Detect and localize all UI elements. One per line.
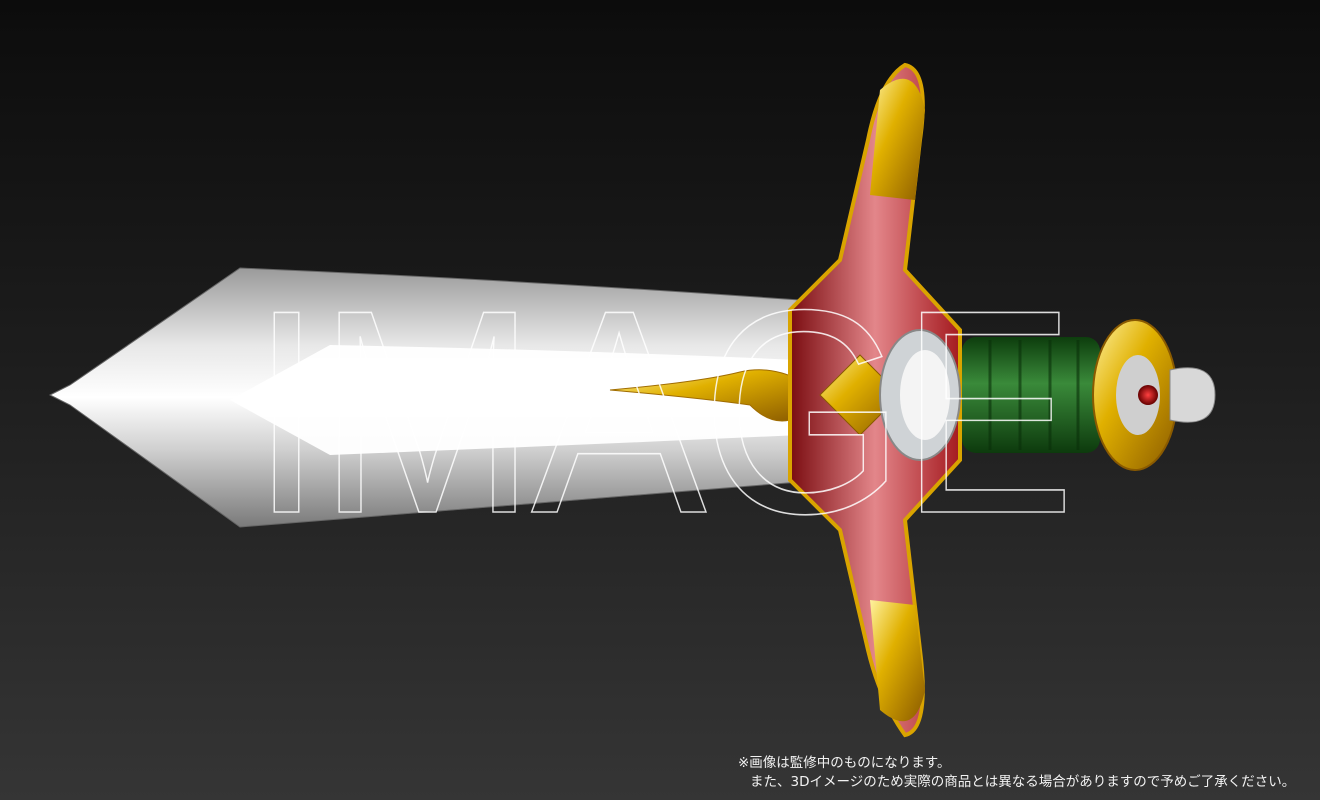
disclaimer-line-2: また、3Dイメージのため実際の商品とは異なる場合がありますので予めご了承ください…: [750, 774, 1296, 790]
disclaimer-note: ※画像は監修中のものになります。 また、3Dイメージのため実際の商品とは異なる場…: [738, 754, 1295, 792]
grip: [962, 337, 1100, 453]
blade: [48, 267, 821, 528]
crossguard: [788, 62, 962, 738]
disclaimer-line-1: ※画像は監修中のものになります。: [738, 755, 951, 771]
pommel: [1092, 319, 1216, 471]
image-watermark: IMAGE: [250, 250, 1070, 574]
